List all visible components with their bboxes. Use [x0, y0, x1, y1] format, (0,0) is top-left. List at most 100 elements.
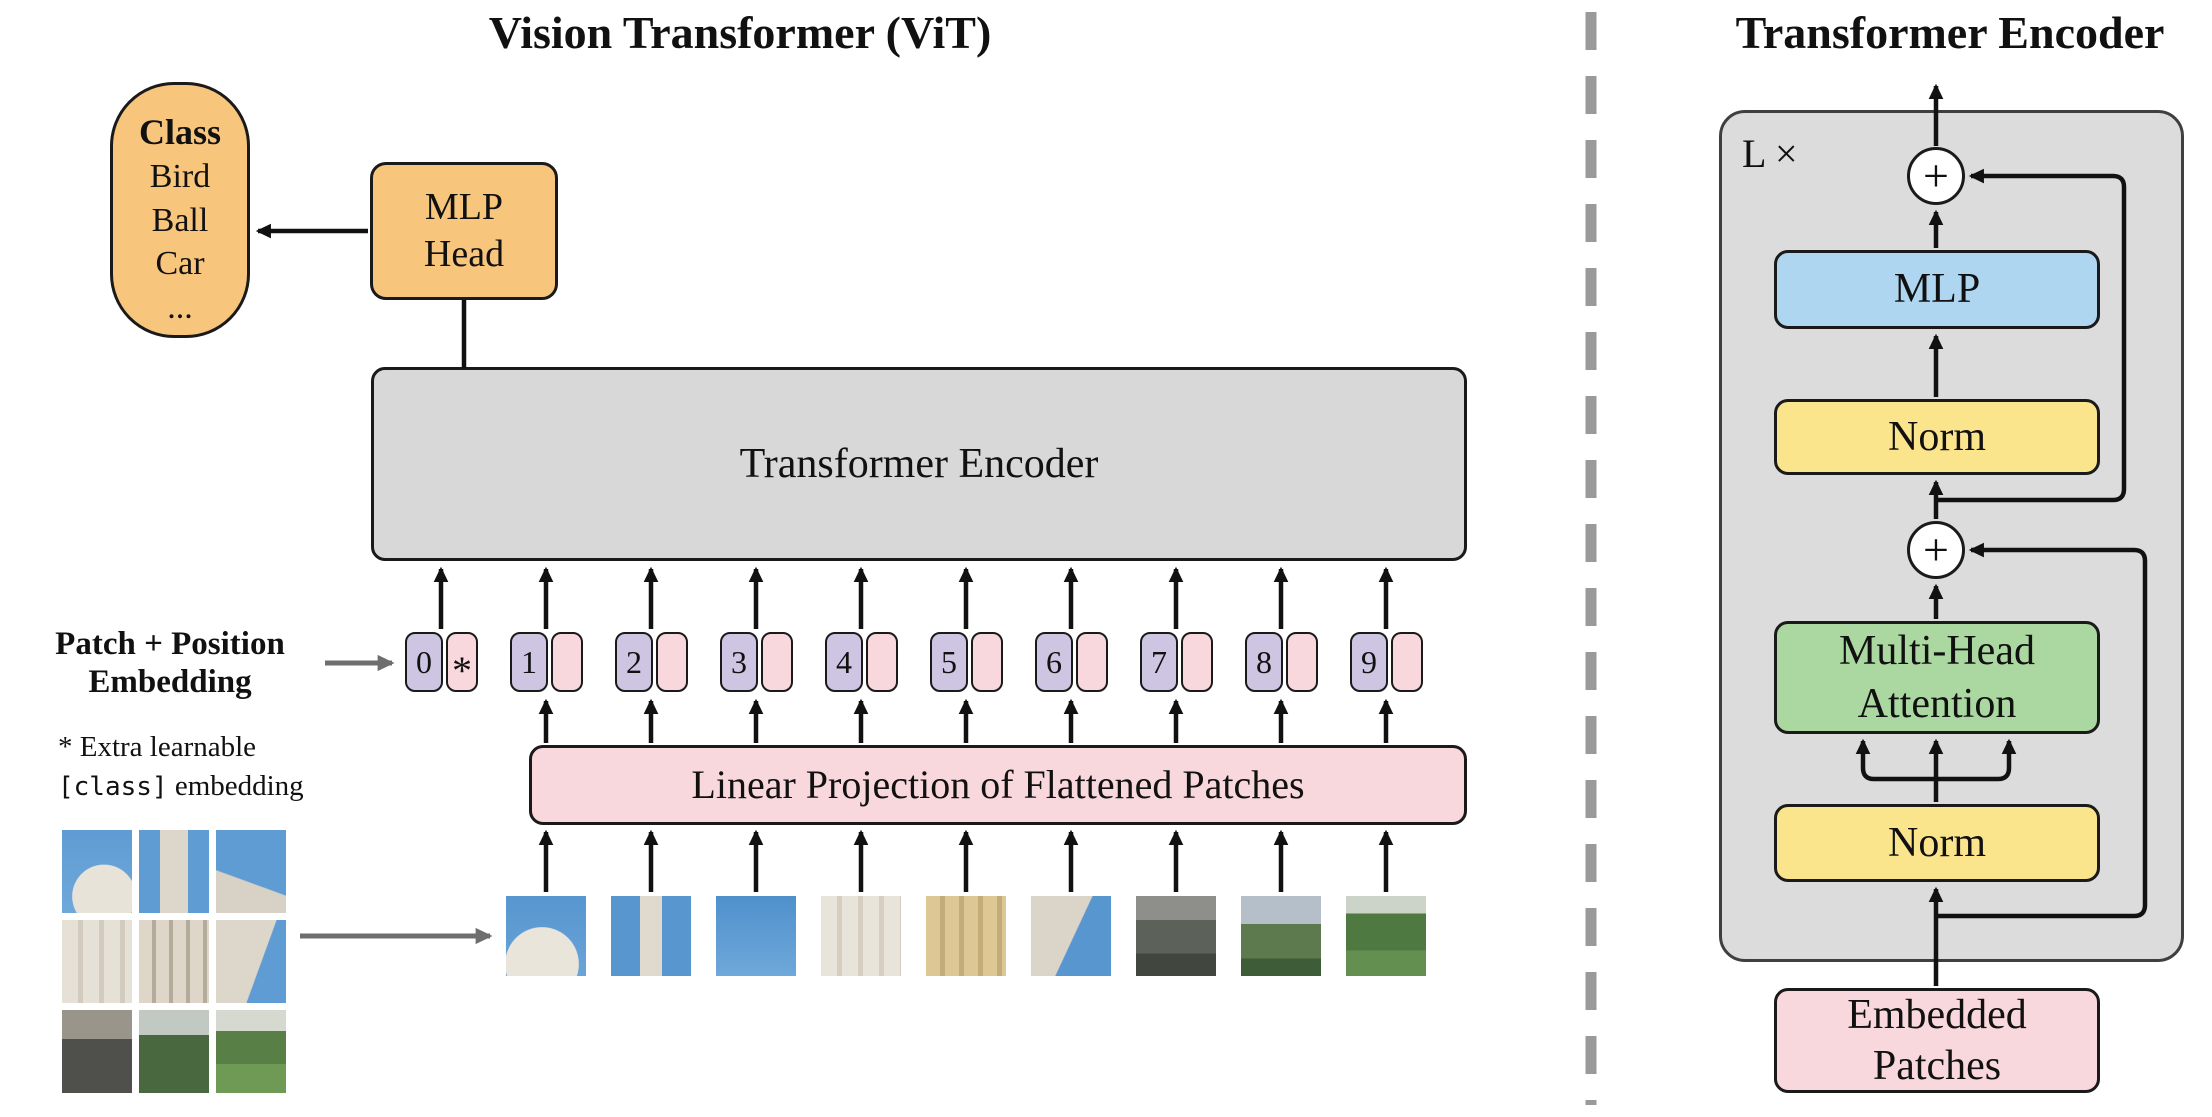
image-grid-cell [62, 830, 132, 913]
residual-add-top: + [1907, 147, 1965, 205]
image-patch-5 [926, 896, 1006, 976]
footnote-rest: embedding [174, 770, 304, 803]
norm-box-bottom: Norm [1774, 804, 2100, 882]
token-number: 1 [521, 643, 537, 680]
image-grid-cell [62, 920, 132, 1003]
class-token-code: [class] [58, 772, 168, 803]
image-grid-cell [216, 1010, 286, 1093]
linear-projection-box: Linear Projection of Flattened Patches [529, 745, 1467, 825]
token-number: 3 [731, 643, 747, 680]
embedding-token-1: 1 [510, 632, 583, 692]
footnote-line1: * Extra learnable [58, 731, 257, 763]
norm-top-label: Norm [1888, 413, 1986, 460]
token-number: 4 [836, 643, 852, 680]
mha-line1: Multi-Head [1839, 628, 2035, 674]
patch-embedding-slot [1181, 632, 1213, 692]
patch-embedding-slot [656, 632, 688, 692]
patch-embedding-slot [866, 632, 898, 692]
embedding-token-4: 4 [825, 632, 898, 692]
vit-title: Vision Transformer (ViT) [488, 7, 992, 58]
token-number: 8 [1256, 643, 1272, 680]
mlp-box: MLP [1774, 250, 2100, 329]
position-embedding-7: 7 [1140, 632, 1178, 692]
mlp-head-line1: MLP [424, 185, 504, 228]
embedding-token-7: 7 [1140, 632, 1213, 692]
mlp-head-box: MLP Head [370, 162, 558, 300]
footnote-line2: [class] embedding [58, 767, 398, 806]
embedded-patches-line1: Embedded [1847, 992, 2027, 1039]
image-patch-3 [716, 896, 796, 976]
token-to-encoder-arrows [433, 566, 1394, 629]
image-patch-9 [1346, 896, 1426, 976]
patch-embedding-slot [1391, 632, 1423, 692]
class-item-ellipsis: ... [167, 288, 193, 326]
image-grid-cell [139, 920, 209, 1003]
residual-add-bottom: + [1907, 521, 1965, 579]
position-embedding-3: 3 [720, 632, 758, 692]
class-item-ball: Ball [151, 201, 209, 239]
token-number: 2 [626, 643, 642, 680]
class-output-capsule: Class Bird Ball Car ... [110, 82, 250, 338]
position-embedding-0: 0 [405, 632, 443, 692]
mlp-head-line2: Head [423, 233, 505, 275]
position-embedding-2: 2 [615, 632, 653, 692]
token-number: 7 [1151, 643, 1167, 680]
plus-icon: + [1923, 150, 1949, 201]
image-grid-cell [216, 920, 286, 1003]
class-token-star: * [452, 648, 472, 693]
patch-embedding-slot [1286, 632, 1318, 692]
patch-embedding-slot [1076, 632, 1108, 692]
image-patch-2 [611, 896, 691, 976]
norm-bottom-label: Norm [1888, 819, 1986, 866]
embedding-token-9: 9 [1350, 632, 1423, 692]
token-number: 9 [1361, 643, 1377, 680]
class-item-car: Car [155, 245, 205, 283]
token-number: 0 [416, 643, 432, 680]
embedding-token-6: 6 [1035, 632, 1108, 692]
norm-box-top: Norm [1774, 399, 2100, 475]
class-header-label: Class [138, 112, 222, 152]
position-embedding-4: 4 [825, 632, 863, 692]
embedded-patches-line2: Patches [1872, 1042, 2002, 1089]
image-patch-1 [506, 896, 586, 976]
mlp-label: MLP [1893, 266, 1981, 313]
multi-head-attention-box: Multi-Head Attention [1774, 621, 2100, 734]
embedding-token-2: 2 [615, 632, 688, 692]
image-patch-7 [1136, 896, 1216, 976]
token-number: 5 [941, 643, 957, 680]
transformer-encoder-label: Transformer Encoder [739, 440, 1099, 487]
token-number: 6 [1046, 643, 1062, 680]
class-item-bird: Bird [149, 158, 211, 196]
patch-embedding-slot [761, 632, 793, 692]
transformer-encoder-box: Transformer Encoder [371, 367, 1467, 561]
image-patch-8 [1241, 896, 1321, 976]
image-grid-cell [62, 1010, 132, 1093]
image-grid-cell [139, 1010, 209, 1093]
linear-projection-label: Linear Projection of Flattened Patches [691, 762, 1305, 807]
embedding-token-0: 0 * [405, 632, 478, 692]
position-embedding-6: 6 [1035, 632, 1073, 692]
embedding-token-3: 3 [720, 632, 793, 692]
image-grid-cell [216, 830, 286, 913]
mha-line2: Attention [1857, 680, 2017, 727]
position-embedding-1: 1 [510, 632, 548, 692]
position-embedding-9: 9 [1350, 632, 1388, 692]
embedding-token-8: 8 [1245, 632, 1318, 692]
plus-icon: + [1923, 524, 1949, 575]
position-embedding-8: 8 [1245, 632, 1283, 692]
class-token-footnote: * Extra learnable [class] embedding [58, 728, 398, 806]
encoder-panel-title: Transformer Encoder [1735, 7, 2165, 58]
patch-embedding-slot [971, 632, 1003, 692]
loop-count-label: L × [1742, 131, 1798, 176]
image-patch-4 [821, 896, 901, 976]
embedding-token-5: 5 [930, 632, 1003, 692]
position-embedding-5: 5 [930, 632, 968, 692]
class-token-slot: * [446, 632, 478, 692]
image-grid-cell [139, 830, 209, 913]
patch-to-projection-arrows [538, 829, 1394, 892]
patch-embedding-slot [551, 632, 583, 692]
input-image-grid [62, 830, 286, 1093]
patch-position-embedding-label: Patch + Position Embedding [20, 626, 320, 702]
embedded-patches-box: Embedded Patches [1774, 988, 2100, 1093]
